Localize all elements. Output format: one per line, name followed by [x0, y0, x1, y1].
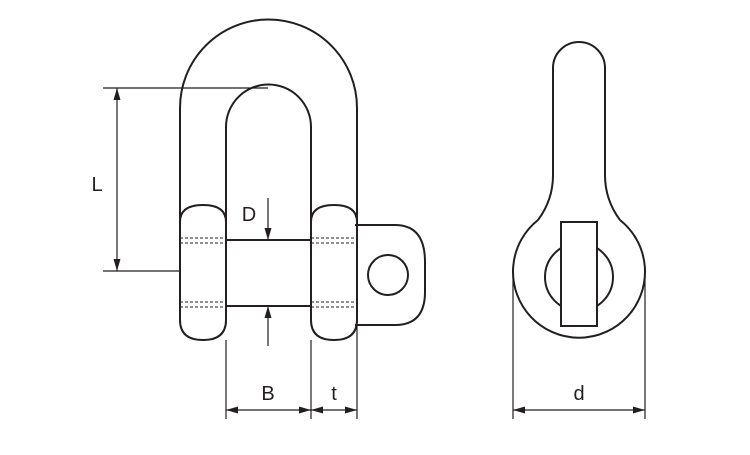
- shackle-bow-outer: [179, 18, 358, 222]
- label-L: L: [91, 174, 102, 196]
- label-d: d: [573, 383, 584, 405]
- side-view-outline: [512, 41, 646, 339]
- shackle-lug-outline: [355, 224, 426, 326]
- dimension-t: t: [311, 325, 358, 419]
- dimension-B: B: [225, 340, 312, 419]
- dimension-L: L: [91, 87, 268, 272]
- right-collar: [310, 204, 358, 341]
- left-collar: [179, 204, 227, 341]
- label-t: t: [331, 383, 337, 405]
- shackle-bow-inner: [225, 83, 312, 238]
- lug-hole: [367, 254, 409, 296]
- pin-body-rect: [560, 221, 598, 327]
- shackle-front-view: [179, 18, 426, 341]
- dimension-d: d: [512, 277, 646, 419]
- dimension-D: D: [242, 198, 272, 346]
- label-D: D: [242, 204, 256, 226]
- label-B: B: [261, 383, 274, 405]
- shackle-side-view: [512, 41, 646, 339]
